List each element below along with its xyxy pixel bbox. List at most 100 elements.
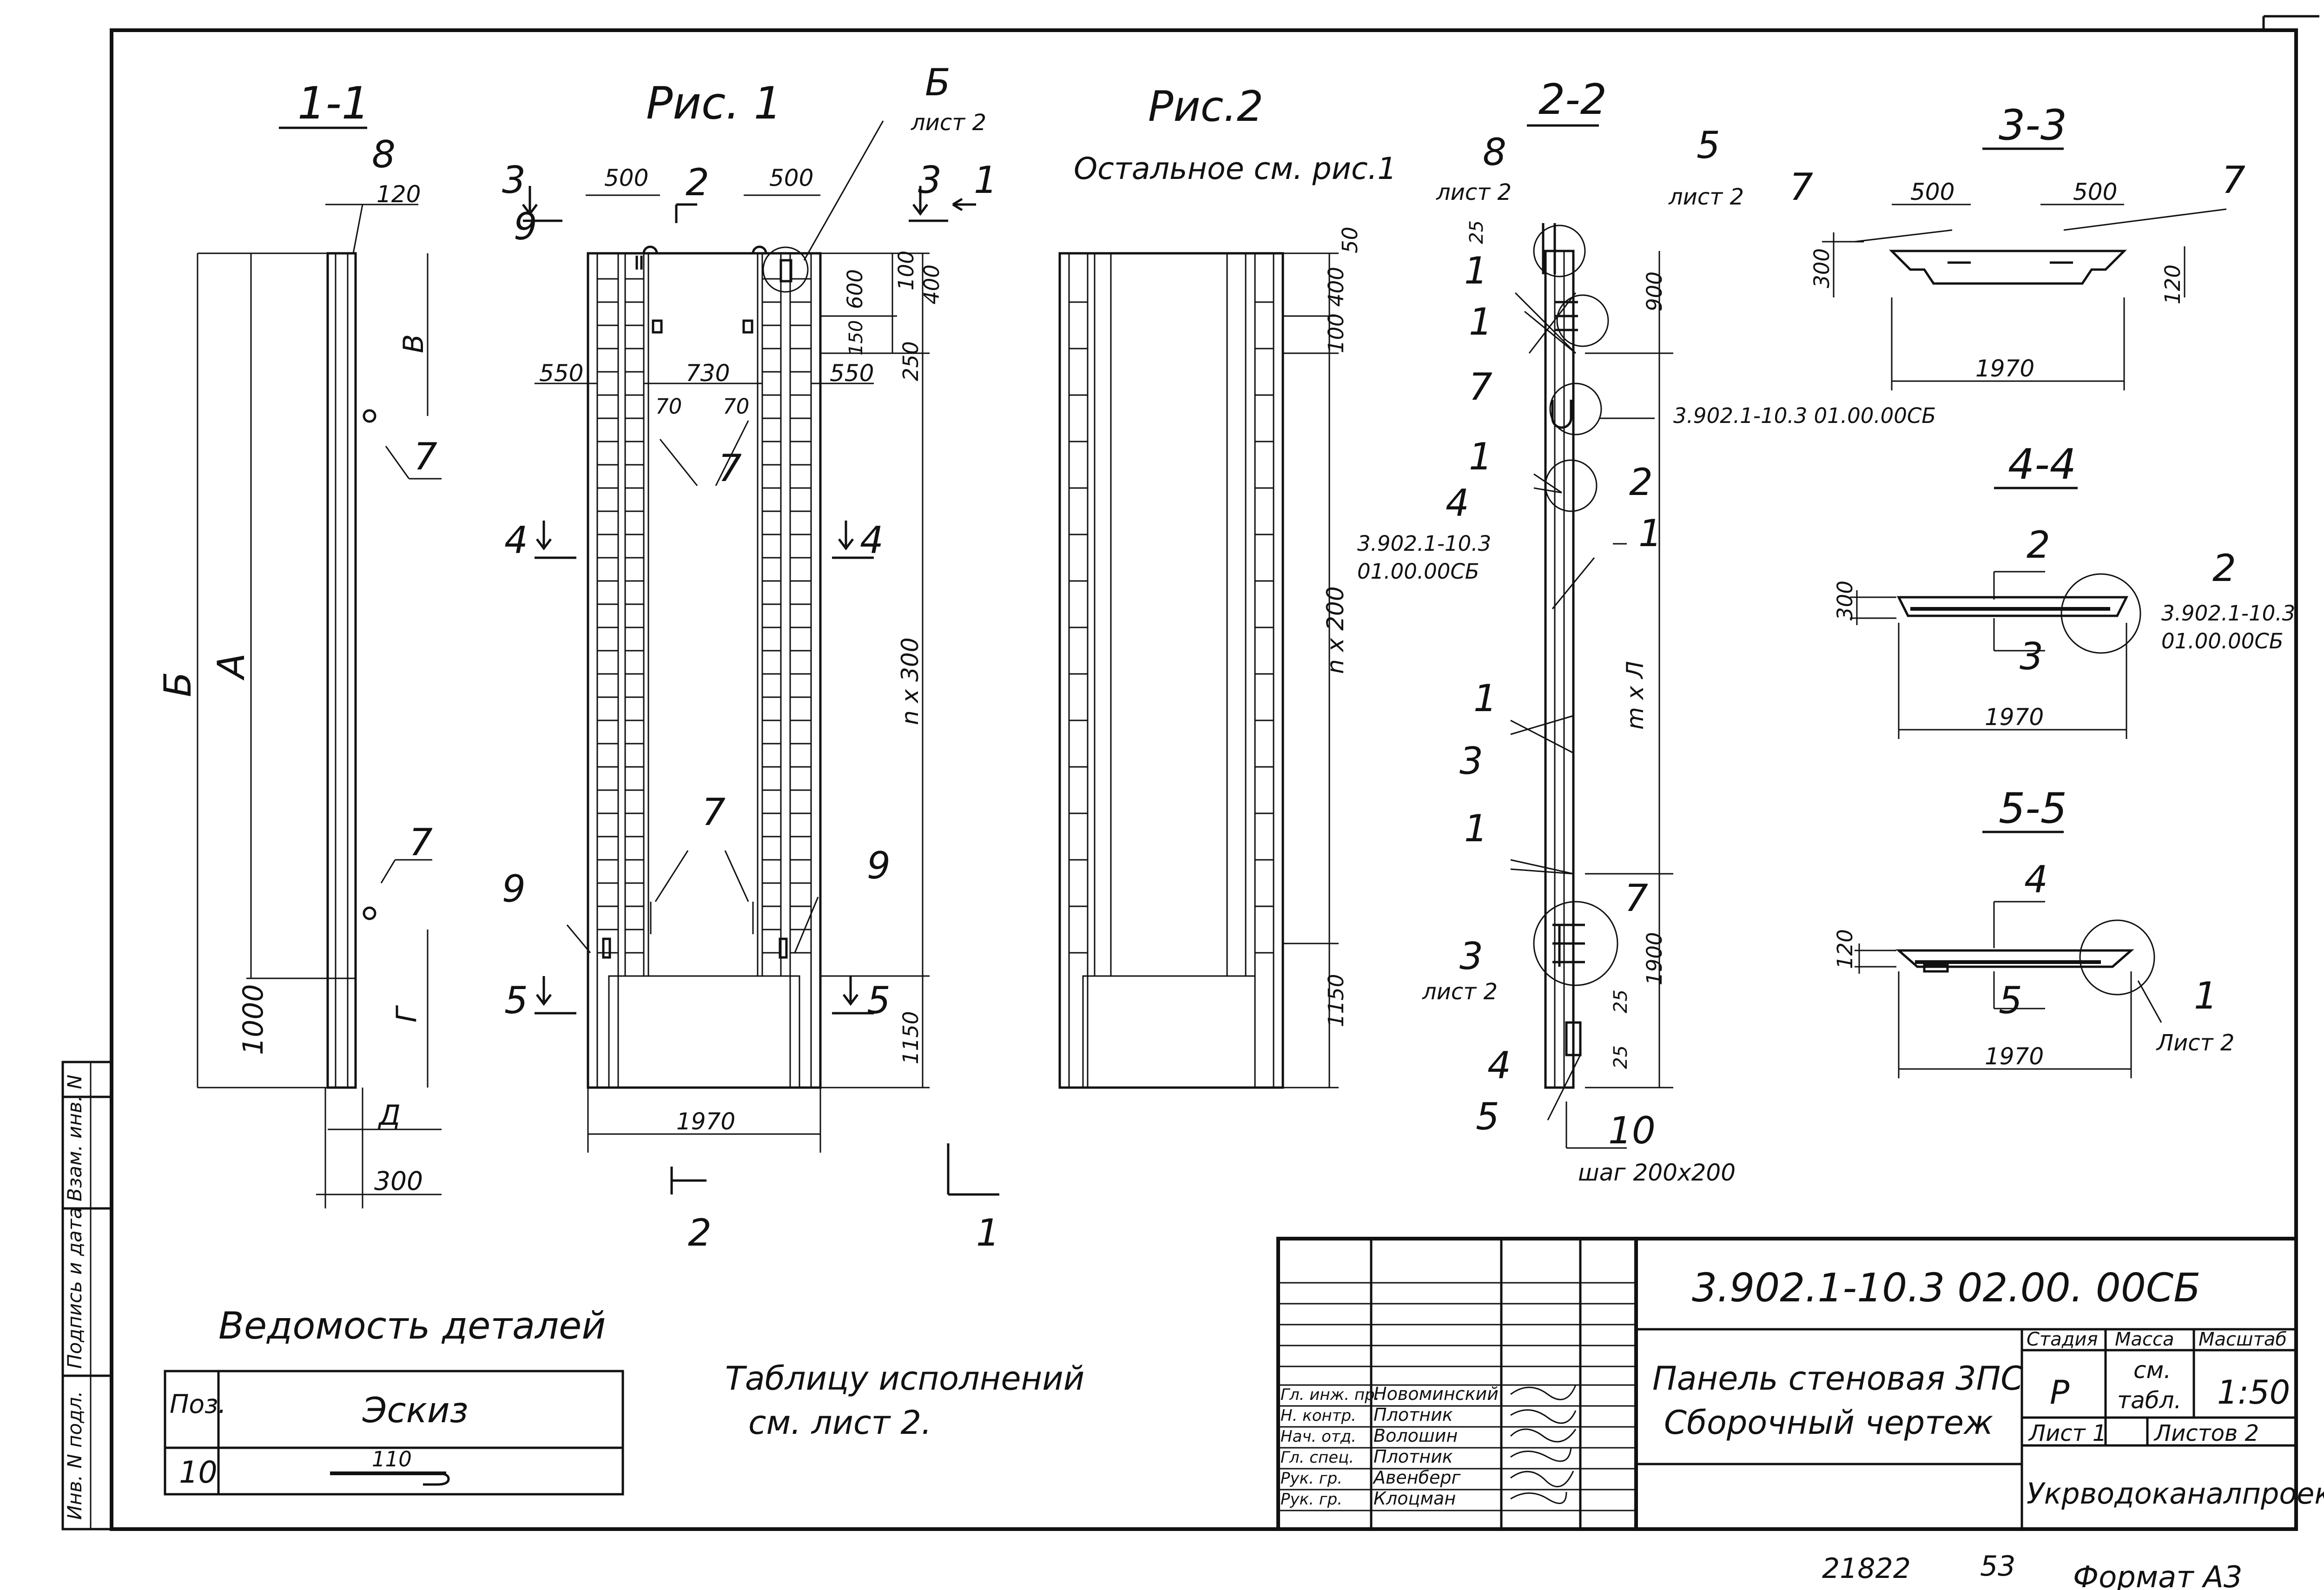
fig1-label-9a: 9: [514, 205, 537, 248]
s22-label-1e: 1: [1473, 677, 1497, 720]
fig1-label-70b: 70: [723, 394, 749, 419]
fig1-label-600: 600: [843, 269, 867, 309]
fig1-title: Рис. 1: [646, 78, 782, 129]
s22-label-1900: 1900: [1642, 932, 1667, 985]
fig1-label-550a: 550: [539, 360, 583, 387]
fig2-subtitle: Остальное см. рис.1: [1074, 152, 1397, 186]
doc-name-line1: Панель стеновая 3ПС: [1652, 1359, 2023, 1398]
sig-role-3: Нач. отд.: [1281, 1427, 1356, 1446]
fig1-label-1970: 1970: [676, 1108, 735, 1135]
parts-list-header-pos: Поз.: [170, 1389, 226, 1419]
fig2-label-50: 50: [1338, 227, 1362, 253]
s22-label-25b: 25: [1610, 990, 1631, 1013]
sig-name-6: Клоцман: [1373, 1488, 1456, 1509]
s11-label-d: Д: [377, 1099, 401, 1132]
parts-list-row-pos: 10: [179, 1455, 218, 1490]
fig1-label-1150: 1150: [898, 1011, 923, 1064]
s55-label-5: 5: [1999, 979, 2022, 1022]
s55-label-sheet2: Лист 2: [2156, 1030, 2234, 1056]
mass-header: Масса: [2115, 1329, 2174, 1350]
s33-label-500b: 500: [2073, 178, 2117, 205]
s22-label-4: 4: [1446, 482, 1469, 525]
sheets-total: Листов 2: [2153, 1420, 2259, 1446]
fig1-label-nx300: n x 300: [897, 637, 924, 725]
scale-header: Масштаб: [2199, 1329, 2287, 1350]
doc-code: 3.902.1-10.3 02.00. 00СБ: [1692, 1265, 2201, 1311]
s11-label-a: А: [210, 653, 253, 681]
s22-label-1c: 1: [1469, 435, 1492, 478]
s22-label-ref2b: 01.00.00СБ: [1357, 559, 1479, 584]
section-1-1: 1-1 8 120 В 7 Б А 7 1000: [156, 78, 442, 1208]
s44-label-300: 300: [1833, 581, 1857, 620]
fig2-title: Рис.2: [1148, 82, 1263, 131]
fig1-label-4b: 4: [860, 519, 884, 562]
s11-label-b: Б: [156, 672, 199, 697]
s44-label-1970: 1970: [1985, 704, 2044, 731]
s44-label-3: 3: [2020, 635, 2043, 678]
s22-label-ref1: 3.902.1-10.3 01.00.00СБ: [1673, 403, 1936, 428]
fig1-label-1b: 1: [976, 1211, 1000, 1254]
parts-list-title: Ведомость деталей: [218, 1304, 606, 1347]
s22-label-step: шаг 200х200: [1578, 1159, 1736, 1186]
fig1-label-2b: 2: [688, 1211, 712, 1254]
sig-name-1: Новоминский: [1373, 1384, 1499, 1404]
fig2-label-1150: 1150: [1324, 974, 1348, 1027]
fig1-label-9c: 9: [867, 844, 891, 887]
fig1-label-3b: 3: [918, 158, 942, 202]
s22-label-1d: 1: [1638, 512, 1662, 555]
table-note: Таблицу исполнений см. лист 2.: [725, 1359, 1084, 1442]
s33-label-500a: 500: [1910, 178, 1954, 205]
fig1-label-550b: 550: [830, 360, 874, 387]
s11-label-7a: 7: [414, 435, 437, 478]
s22-label-mxl: m x Л: [1622, 661, 1649, 730]
scale-value: 1:50: [2217, 1373, 2290, 1412]
s55-label-1: 1: [2194, 974, 2218, 1017]
s55-label-120: 120: [1833, 929, 1857, 969]
stage-header: Стадия: [2027, 1329, 2098, 1350]
side-stamp-inv: Инв. N подл.: [63, 1391, 86, 1520]
fig2-label-100: 100: [1324, 313, 1348, 353]
fig2-label-nx200: n x 200: [1322, 586, 1349, 674]
footer-inv-number: 21822: [1822, 1552, 1911, 1585]
sig-role-1: Гл. инж. пр.: [1281, 1385, 1380, 1404]
mass-value-line2: табл.: [2117, 1387, 2181, 1414]
section-1-1-title: 1-1: [297, 78, 370, 129]
fig1-label-250: 250: [898, 341, 923, 381]
footer: 21822 53 Формат А3: [1822, 1550, 2243, 1590]
fig1-label-4a: 4: [504, 519, 528, 562]
fig1-label-730: 730: [686, 360, 730, 387]
s33-label-7a: 7: [1789, 165, 1813, 209]
s22-label-sheet2b: лист 2: [1668, 184, 1744, 210]
section-5-5-title: 5-5: [1999, 784, 2067, 833]
s22-label-3a: 3: [1459, 739, 1483, 783]
section-3-3-title: 3-3: [1999, 101, 2067, 150]
s22-label-4b: 4: [1487, 1044, 1511, 1087]
note-line2: см. лист 2.: [748, 1404, 931, 1442]
fig1-label-9b: 9: [502, 867, 526, 910]
s22-label-900: 900: [1642, 271, 1667, 311]
s11-label-300: 300: [374, 1166, 423, 1196]
s11-label-v: В: [397, 334, 430, 353]
mass-value-line1: см.: [2133, 1357, 2171, 1384]
footer-page: 53: [1980, 1550, 2015, 1583]
s44-label-ref2: 01.00.00СБ: [2161, 629, 2284, 653]
s44-label-2a: 2: [2027, 523, 2050, 567]
sig-name-5: Авенберг: [1372, 1467, 1461, 1488]
s11-label-7b: 7: [409, 821, 433, 864]
fig1-label-500b: 500: [769, 165, 813, 191]
s11-label-g: Г: [390, 1005, 423, 1023]
fig1-label-70a: 70: [655, 394, 682, 419]
fig1-label-100: 100: [894, 251, 918, 290]
s22-label-7b: 7: [1624, 877, 1648, 920]
s44-label-ref1: 3.902.1-10.3: [2161, 601, 2295, 626]
organization-name: Укрводоканалпроект: [2027, 1477, 2324, 1511]
fig1-label-7a: 7: [718, 447, 742, 490]
fig1-label-b: Б: [925, 61, 951, 104]
s22-label-1a: 1: [1464, 249, 1488, 292]
s22-label-1b: 1: [1469, 300, 1492, 343]
parts-list-row-sketch: 110: [372, 1447, 412, 1471]
sig-role-6: Рук. гр.: [1281, 1490, 1342, 1509]
section-4-4: 4-4 2 2 3.902.1-10.3 01.00.00СБ 300 3 19…: [1833, 440, 2295, 739]
section-5-5: 5-5 4 120 5 1 Лист 2 1970: [1833, 784, 2234, 1078]
